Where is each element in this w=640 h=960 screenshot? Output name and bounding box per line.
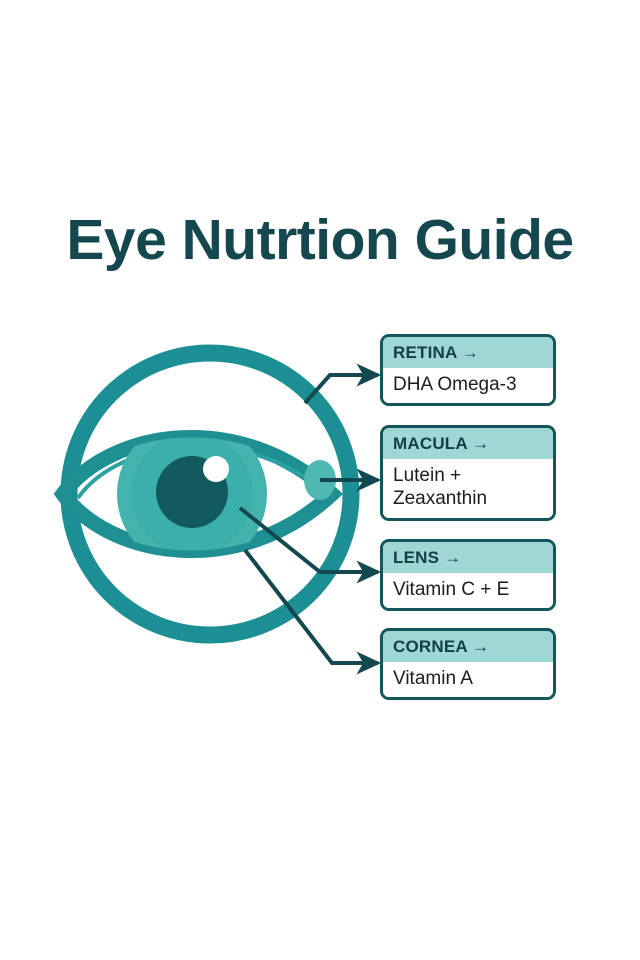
- arrow-to-lens: [238, 506, 382, 584]
- callout-retina-header: RETINA →: [383, 337, 553, 369]
- eye-diagram: [40, 330, 390, 690]
- callout-cornea-line-1: Vitamin A: [393, 668, 473, 690]
- eye-almond-outline-icon: [53, 429, 343, 559]
- callout-macula-body: Lutein + Zeaxanthin: [383, 459, 553, 518]
- callout-macula-line-2: Zeaxanthin: [393, 488, 488, 510]
- callout-lens-body: Vitamin C + E: [383, 573, 553, 609]
- page-title: Eye Nutrtion Guide: [66, 208, 574, 272]
- callout-macula-line-1: Lutein +: [393, 465, 462, 487]
- callout-lens-header: LENS →: [383, 542, 553, 574]
- arrow-to-retina: [303, 363, 382, 405]
- callout-lens-line-1: Vitamin C + E: [393, 579, 510, 601]
- arrow-to-cornea: [243, 548, 382, 675]
- callout-macula-header: MACULA →: [383, 428, 553, 460]
- callout-list: RETINA → DHA Omega-3 MACULA → Lutein + Z…: [380, 330, 560, 710]
- eye-highlight-icon: [203, 456, 229, 482]
- callout-retina-body: DHA Omega-3: [383, 368, 553, 404]
- callout-lens[interactable]: LENS → Vitamin C + E: [380, 539, 556, 612]
- callout-cornea-body: Vitamin A: [383, 662, 553, 698]
- callout-macula[interactable]: MACULA → Lutein + Zeaxanthin: [380, 425, 556, 521]
- callout-retina-line-1: DHA Omega-3: [393, 374, 517, 396]
- callout-cornea-header: CORNEA →: [383, 631, 553, 663]
- callout-cornea[interactable]: CORNEA → Vitamin A: [380, 628, 556, 701]
- callout-retina[interactable]: RETINA → DHA Omega-3: [380, 334, 556, 407]
